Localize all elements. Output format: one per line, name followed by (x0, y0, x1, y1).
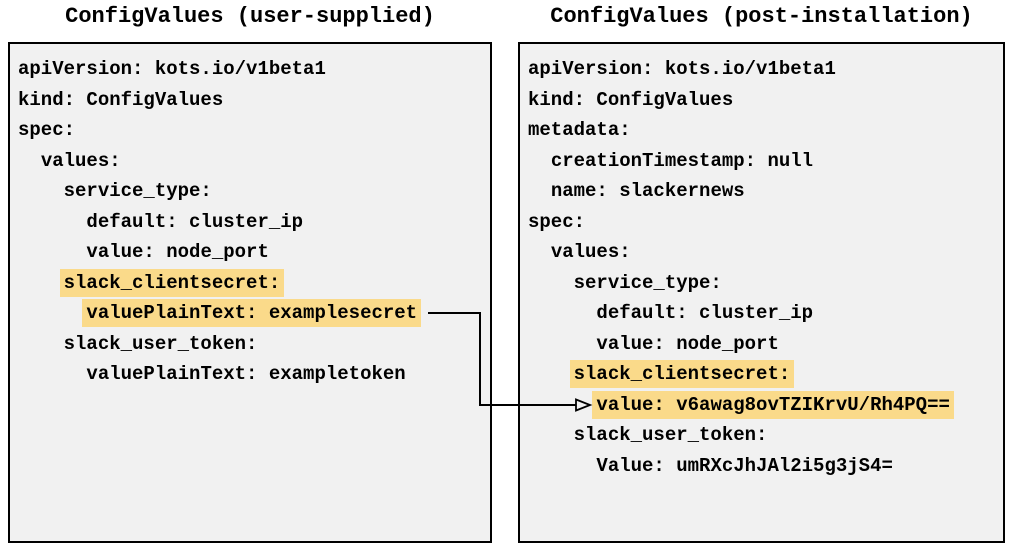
config-text: name: slackernews (550, 180, 745, 202)
code-line: creationTimestamp: null (520, 146, 1003, 177)
code-line: value: node_port (520, 329, 1003, 360)
highlighted-config-text: slack_clientsecret: (569, 360, 795, 388)
config-text: metadata: (528, 119, 631, 141)
code-line: kind: ConfigValues (520, 85, 1003, 116)
config-text: service_type: (573, 271, 722, 294)
config-text: kind: ConfigValues (528, 88, 734, 111)
config-text: default: cluster_ip (86, 210, 304, 233)
code-line: values: (520, 237, 1003, 268)
code-line: slack_user_token: (520, 420, 1003, 451)
code-line: values: (10, 146, 490, 177)
code-line: apiVersion: kots.io/v1beta1 (10, 54, 490, 85)
config-text: slack_user_token: (63, 332, 258, 355)
config-text: kind: ConfigValues (18, 88, 224, 111)
code-line: name: slackernews (520, 176, 1003, 207)
config-text: values: (550, 241, 631, 263)
code-line: spec: (10, 115, 490, 146)
highlighted-config-text: value: v6awag8ovTZIKrvU/Rh4PQ== (592, 390, 954, 419)
code-line: Value: umRXcJhJAl2i5g3jS4= (520, 451, 1003, 482)
code-line: slack_user_token: (10, 329, 490, 360)
code-line: apiVersion: kots.io/v1beta1 (520, 54, 1003, 85)
code-line: valuePlainText: exampletoken (10, 359, 490, 390)
config-text: default: cluster_ip (596, 302, 814, 324)
config-text: apiVersion: kots.io/v1beta1 (528, 58, 836, 80)
code-line: metadata: (520, 115, 1003, 146)
config-text: service_type: (63, 180, 212, 202)
code-line: kind: ConfigValues (10, 85, 490, 116)
config-text: valuePlainText: exampletoken (86, 363, 406, 385)
config-text: value: node_port (86, 241, 269, 263)
panel-title-post-installation: ConfigValues (post-installation) (550, 4, 973, 29)
config-text: creationTimestamp: null (550, 149, 814, 172)
code-line: value: node_port (10, 237, 490, 268)
code-line: slack_clientsecret: (520, 359, 1003, 390)
code-line: default: cluster_ip (10, 207, 490, 238)
highlighted-config-text: slack_clientsecret: (59, 268, 285, 297)
config-text: values: (40, 149, 121, 172)
code-line: default: cluster_ip (520, 298, 1003, 329)
code-line: service_type: (520, 268, 1003, 299)
config-text: apiVersion: kots.io/v1beta1 (18, 58, 326, 80)
code-line: slack_clientsecret: (10, 268, 490, 299)
config-panel-user-supplied: apiVersion: kots.io/v1beta1 kind: ConfigV… (8, 42, 492, 543)
config-text: Value: umRXcJhJAl2i5g3jS4= (596, 454, 893, 477)
config-text: value: node_port (596, 332, 779, 355)
code-line: spec: (520, 207, 1003, 238)
panel-title-user-supplied: ConfigValues (user-supplied) (65, 4, 435, 29)
config-text: spec: (528, 210, 586, 233)
config-text: slack_user_token: (573, 424, 768, 446)
config-panel-post-installation: apiVersion: kots.io/v1beta1 kind: ConfigV… (518, 42, 1005, 543)
config-text: spec: (18, 119, 76, 141)
code-line: value: v6awag8ovTZIKrvU/Rh4PQ== (520, 390, 1003, 421)
code-line: valuePlainText: examplesecret (10, 298, 490, 329)
highlighted-config-text: valuePlainText: examplesecret (82, 299, 422, 327)
code-line: service_type: (10, 176, 490, 207)
